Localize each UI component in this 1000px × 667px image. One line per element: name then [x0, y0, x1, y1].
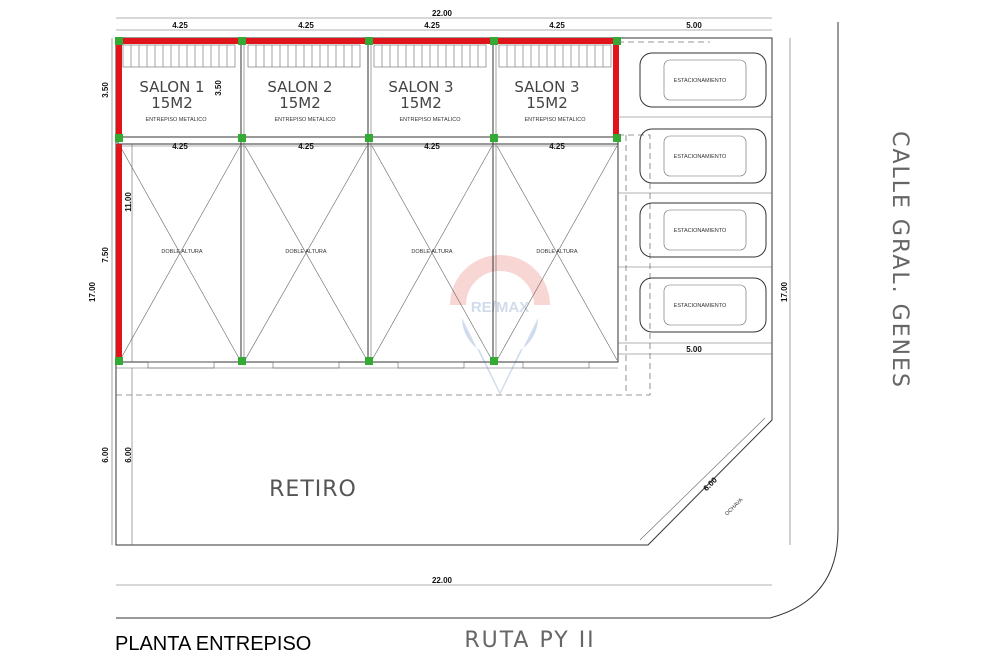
dim-left-lower: 6.00: [101, 447, 110, 463]
dim-top-bay-1: 4.25: [172, 21, 188, 30]
dimension-lines: [111, 17, 791, 586]
columns: [115, 37, 621, 365]
salon-2-area: 15M2: [279, 94, 321, 112]
dim-mid-bay-4: 4.25: [549, 142, 565, 151]
parked-car: ESTACIONAMIENTO: [639, 277, 767, 333]
stairs: [122, 44, 612, 68]
dim-top-bay-3: 4.25: [424, 21, 440, 30]
salon-3-note: ENTREPISO METALICO: [399, 117, 461, 123]
parked-car: ESTACIONAMIENTO: [639, 52, 767, 108]
dim-top-bay-4: 4.25: [549, 21, 565, 30]
doble-altura-2: DOBLE ALTURA: [285, 249, 326, 255]
dim-mid-bay-3: 4.25: [424, 142, 440, 151]
dim-left-total: 17.00: [88, 281, 97, 302]
dim-inner-retiro: 6.00: [124, 447, 133, 463]
dim-top-total: 22.00: [432, 9, 453, 18]
doble-altura-3: DOBLE ALTURA: [411, 249, 452, 255]
salon-3-name: SALON 3: [388, 78, 453, 96]
parking-label: ESTACIONAMIENTO: [674, 78, 727, 84]
building: [115, 37, 621, 369]
dim-mid-bay-2: 4.25: [298, 142, 314, 151]
dimension-labels: 22.00 4.25 4.25 4.25 4.25 5.00 4.25 4.25…: [88, 9, 789, 585]
salon-4-note: ENTREPISO METALICO: [524, 117, 586, 123]
dim-parking-bottom: 5.00: [686, 345, 702, 354]
parked-car: ESTACIONAMIENTO: [639, 128, 767, 184]
dim-ochava: 6.00: [702, 475, 720, 493]
salon-1-note: ENTREPISO METALICO: [145, 117, 207, 123]
doble-altura-4: DOBLE ALTURA: [536, 249, 577, 255]
street-bottom-label: RUTA PY II: [464, 628, 595, 653]
dim-parking-top: 5.00: [686, 21, 702, 30]
salon-labels: SALON 1 15M2 ENTREPISO METALICO SALON 2 …: [139, 78, 586, 255]
dim-left-middle: 7.50: [101, 247, 110, 263]
dim-right-total: 17.00: [780, 281, 789, 302]
ochava-label: OCHAVA: [724, 497, 744, 517]
doble-altura-1: DOBLE ALTURA: [161, 249, 202, 255]
lot-outline: [115, 22, 839, 619]
front-windows: [116, 361, 618, 369]
dim-inner-salon: 3.50: [214, 80, 223, 96]
dim-top-bay-2: 4.25: [298, 21, 314, 30]
salon-2-name: SALON 2: [267, 78, 332, 96]
retiro-label: RETIRO: [269, 477, 357, 502]
salon-1-area: 15M2: [151, 94, 193, 112]
watermark-text: RE/MAX: [471, 299, 529, 316]
dim-bottom-total: 22.00: [432, 576, 453, 585]
remax-watermark: RE/MAX: [450, 255, 550, 395]
dim-inner-height: 11.00: [124, 192, 133, 212]
street-right-label: CALLE GRAL. GENES: [887, 131, 912, 389]
parking-area: ESTACIONAMIENTO ESTACIONAMIENTO ESTACIONAM…: [618, 52, 772, 344]
parking-label: ESTACIONAMIENTO: [674, 303, 727, 309]
salon-3-area: 15M2: [400, 94, 442, 112]
parking-label: ESTACIONAMIENTO: [674, 154, 727, 160]
salon-4-name: SALON 3: [514, 78, 579, 96]
dim-mid-bay-1: 4.25: [172, 142, 188, 151]
dashed-outlines: [116, 41, 710, 396]
parked-car: ESTACIONAMIENTO: [639, 202, 767, 258]
double-height-crosses: [119, 145, 618, 361]
salon-2-note: ENTREPISO METALICO: [274, 117, 336, 123]
plan-title: PLANTA ENTREPISO: [115, 633, 311, 655]
dim-left-upper: 3.50: [101, 82, 110, 98]
salon-1-name: SALON 1: [139, 78, 204, 96]
salon-4-area: 15M2: [526, 94, 568, 112]
parking-label: ESTACIONAMIENTO: [674, 228, 727, 234]
